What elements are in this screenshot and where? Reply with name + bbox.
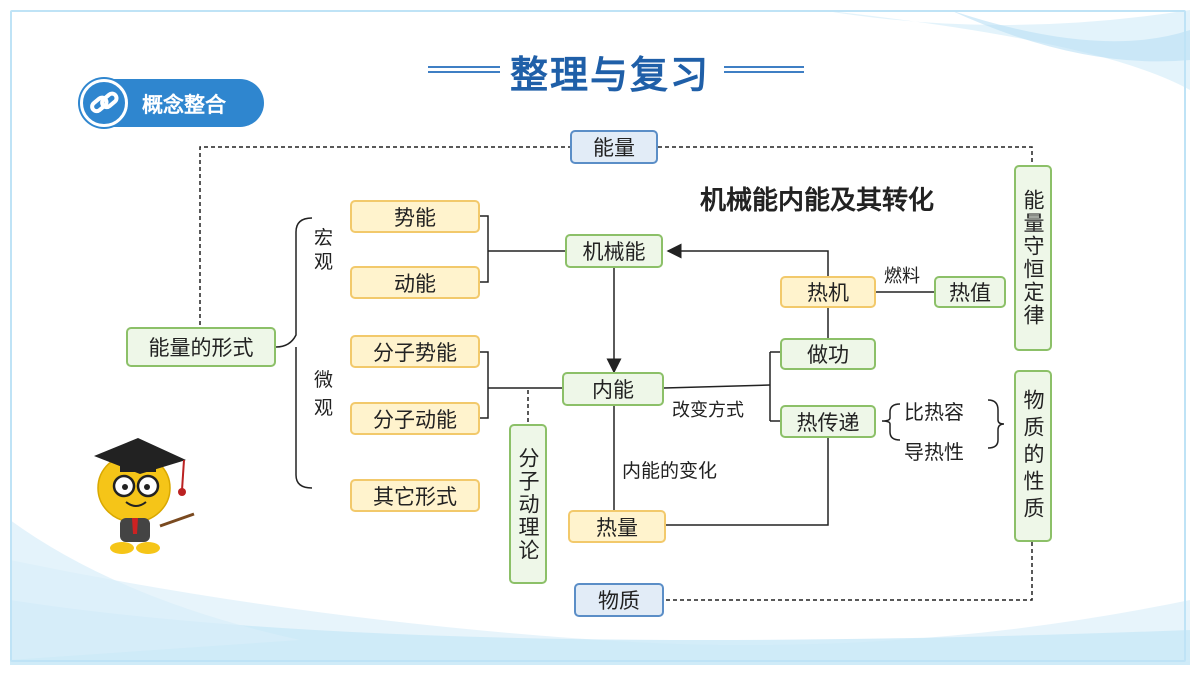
node-molecular-potential: 分子势能 bbox=[350, 335, 480, 368]
badge-label: 概念整合 bbox=[142, 93, 226, 117]
node-kinetic-energy: 动能 bbox=[350, 266, 480, 299]
label-micro: 微观 bbox=[314, 369, 334, 419]
title-line-right bbox=[724, 66, 804, 73]
node-mechanical-energy: 机械能 bbox=[565, 234, 663, 268]
slide-frame bbox=[10, 10, 1186, 662]
node-matter-properties: 物质的性质 bbox=[1014, 370, 1052, 542]
node-energy: 能量 bbox=[570, 130, 658, 164]
label-specific-heat: 比热容 bbox=[904, 400, 964, 424]
label-macro: 宏观 bbox=[314, 227, 334, 273]
title-line-left bbox=[428, 66, 500, 73]
diagram-heading: 机械能内能及其转化 bbox=[700, 186, 935, 216]
node-other-forms: 其它形式 bbox=[350, 479, 480, 512]
node-molecular-theory: 分子动理论 bbox=[509, 424, 547, 584]
node-conservation-law: 能量守恒定律 bbox=[1014, 165, 1052, 351]
label-internal-change: 内能的变化 bbox=[622, 460, 718, 482]
molecular-theory-label: 分子动理论 bbox=[516, 446, 540, 562]
node-potential-energy: 势能 bbox=[350, 200, 480, 233]
label-change-method: 改变方式 bbox=[672, 400, 744, 421]
conservation-law-label: 能量守恒定律 bbox=[1021, 189, 1045, 327]
node-heat-transfer: 热传递 bbox=[780, 405, 876, 438]
node-heat-value: 热值 bbox=[934, 276, 1006, 308]
label-fuel: 燃料 bbox=[884, 266, 920, 287]
node-doing-work: 做功 bbox=[780, 338, 876, 370]
label-heat-conductivity: 导热性 bbox=[904, 440, 964, 464]
node-forms-of-energy: 能量的形式 bbox=[126, 327, 276, 367]
matter-properties-label: 物质的性质 bbox=[1021, 388, 1045, 524]
link-icon bbox=[80, 79, 128, 127]
node-heat-engine: 热机 bbox=[780, 276, 876, 308]
section-badge: 概念整合 bbox=[80, 79, 264, 127]
graduate-mascot bbox=[94, 438, 195, 554]
node-molecular-kinetic: 分子动能 bbox=[350, 402, 480, 435]
page-title: 整理与复习 bbox=[509, 53, 710, 97]
node-internal-energy: 内能 bbox=[562, 372, 664, 406]
node-heat-quantity: 热量 bbox=[568, 510, 666, 543]
node-matter: 物质 bbox=[574, 583, 664, 617]
